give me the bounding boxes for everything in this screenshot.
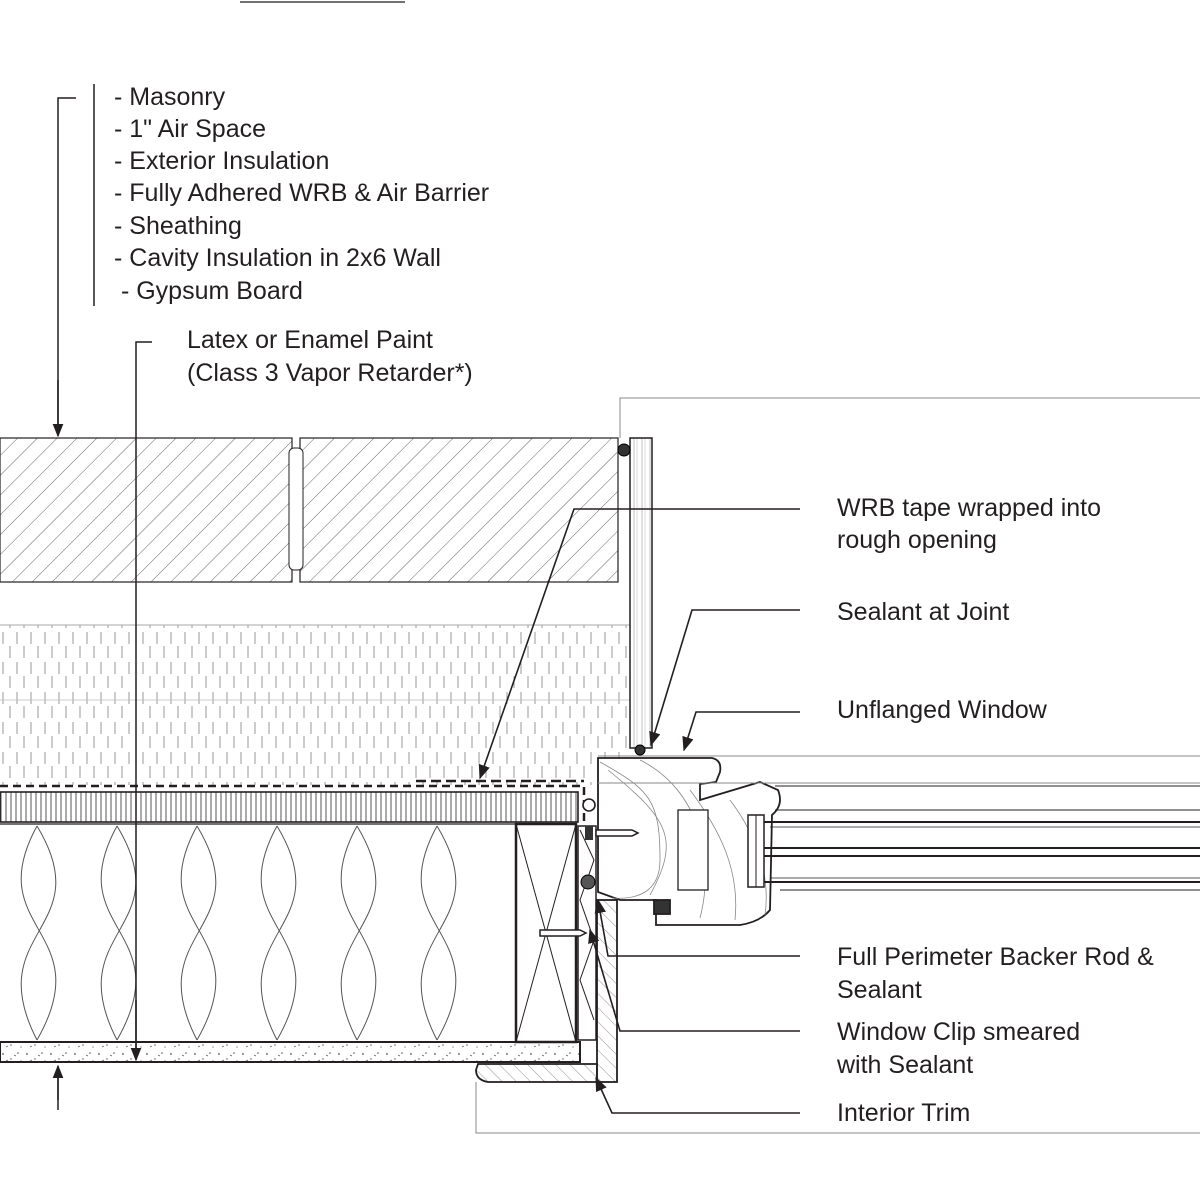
paint-label-line1: Latex or Enamel Paint [187, 326, 433, 354]
masonry-layer [0, 437, 619, 583]
window-clip-label-line1: Window Clip smeared [837, 1018, 1080, 1046]
layer-air-space-label: - 1" Air Space [114, 115, 266, 143]
layer-sheathing-label: - Sheathing [114, 212, 242, 240]
interior-trim-label: Interior Trim [837, 1099, 970, 1127]
wrb-tape-label-line1: WRB tape wrapped into [837, 494, 1101, 522]
unflanged-window-label: Unflanged Window [837, 696, 1048, 724]
window-clip-screws [539, 829, 640, 937]
layer-cavity-insulation-label: - Cavity Insulation in 2x6 Wall [114, 244, 441, 272]
backer-rod-label-line2: Sealant [837, 976, 922, 1004]
backer-rod-label-line1: Full Perimeter Backer Rod & [837, 943, 1154, 971]
sealant-joint-label: Sealant at Joint [837, 598, 1009, 626]
masonry-return-trim [617, 437, 653, 756]
window-outline-frame [475, 397, 1200, 1134]
glazing-unit [747, 785, 1200, 891]
callout-leaders [478, 508, 800, 1114]
interior-trim-shape [475, 1063, 598, 1083]
layer-exterior-insulation-label: - Exterior Insulation [114, 147, 329, 175]
backer-rod-markers [580, 798, 596, 890]
layer-wrb-label: - Fully Adhered WRB & Air Barrier [114, 179, 489, 207]
paint-label-line2: (Class 3 Vapor Retarder*) [187, 359, 473, 387]
wrb-tape-label-line2: rough opening [837, 526, 997, 554]
window-clip-label-line2: with Sealant [836, 1051, 973, 1079]
sheathing-layer [0, 791, 579, 823]
window-frame [585, 757, 781, 926]
layer-gypsum-board-label: - Gypsum Board [114, 277, 303, 305]
layer-masonry-label: - Masonry [114, 83, 226, 111]
gypsum-board-layer [0, 1041, 581, 1063]
cavity-insulation-layer [0, 823, 516, 1042]
wall-layer-list: - Masonry - 1" Air Space - Exterior Insu… [114, 83, 489, 305]
exterior-insulation-layer [0, 624, 630, 785]
